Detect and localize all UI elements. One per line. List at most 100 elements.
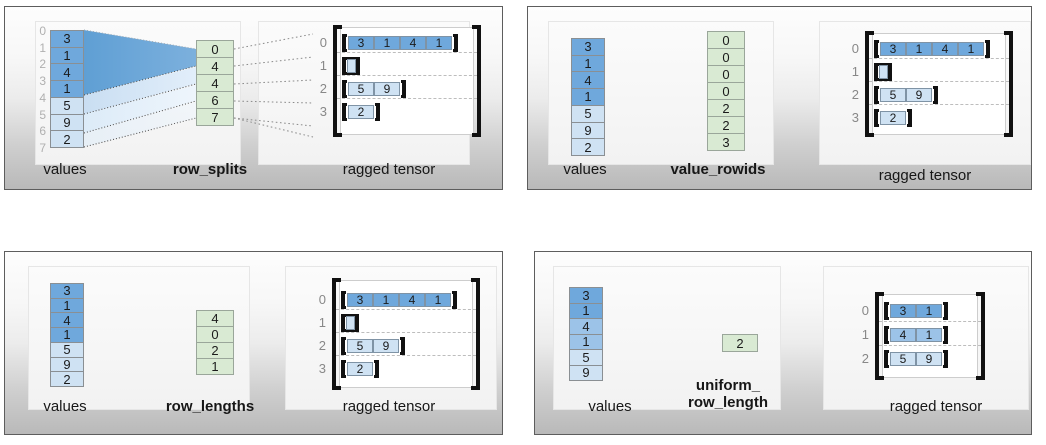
ragged-cell: 4 (400, 36, 426, 50)
encoding-cell: 2 (722, 334, 758, 352)
ragged-cell: 1 (373, 293, 399, 307)
ragged-empty-row-marker (879, 65, 888, 79)
bracket-top-mask (889, 350, 943, 353)
value-cell: 1 (569, 333, 603, 350)
value-cell: 2 (50, 371, 84, 387)
ragged-row-index: 1 (861, 327, 869, 342)
ragged-row-index: 2 (851, 87, 859, 102)
ragged-cell: 1 (906, 42, 932, 56)
ragged-cell: 3 (890, 304, 916, 318)
encoding-cell: 4 (196, 57, 234, 75)
ragged-cell: 5 (890, 352, 916, 366)
row-separator (337, 52, 477, 53)
bracket-bottom-mask (879, 55, 985, 58)
ragged-cell: 2 (348, 105, 374, 119)
encoding-cell: 3 (707, 133, 745, 151)
ragged-empty-row-marker (347, 59, 356, 73)
bracket-bottom-mask (347, 118, 375, 121)
value-cell: 5 (50, 341, 84, 358)
ragged-cell: 2 (880, 111, 906, 125)
ragged-cell: 1 (916, 328, 942, 342)
outer-bracket-close (976, 292, 985, 380)
inner-bracket (342, 57, 360, 75)
bracket-bottom-mask (879, 124, 907, 127)
ragged-cell: 2 (347, 362, 373, 376)
bracket-bottom-mask (346, 375, 374, 378)
value-boundary-index: 7 (39, 141, 46, 155)
value-cell: 4 (569, 318, 603, 335)
encoding-cell: 4 (196, 74, 234, 92)
ragged-cell: 1 (426, 36, 452, 50)
row-separator (869, 58, 1009, 59)
value-boundary-index: 2 (39, 57, 46, 72)
ragged-cell: 5 (347, 339, 373, 353)
outer-bracket-open (333, 25, 342, 137)
bracket-bottom-mask (347, 95, 401, 98)
ragged-row-index: 0 (851, 41, 859, 56)
encoding-cell: 0 (707, 31, 745, 49)
encoding-cell: 0 (196, 326, 234, 343)
value-cell: 1 (569, 302, 603, 319)
value-cell: 4 (50, 63, 84, 82)
value-cell: 9 (50, 113, 84, 132)
encoding-cell: 0 (707, 48, 745, 66)
value-cell: 2 (571, 138, 605, 156)
ragged-caption-row-splits: ragged tensor (342, 161, 436, 178)
value-boundary-index: 4 (39, 90, 46, 105)
ragged-row-index: 3 (318, 361, 326, 376)
bracket-top-mask (879, 86, 933, 89)
bracket-top-mask (346, 360, 374, 363)
value-cell: 3 (569, 287, 603, 304)
encoding-cell: 1 (196, 358, 234, 375)
outer-bracket-close (472, 25, 481, 137)
encoding-caption-row-lengths: row_lengths (165, 398, 255, 415)
outer-bracket-open (865, 31, 874, 137)
bracket-bottom-mask (889, 317, 943, 320)
ragged-row-index: 0 (861, 303, 869, 318)
bracket-top-mask (347, 34, 453, 37)
encoding-cell: 0 (707, 65, 745, 83)
row-separator (869, 104, 1009, 105)
ragged-caption-value-rowids: ragged tensor (878, 167, 972, 184)
value-cell: 3 (571, 38, 605, 56)
row-separator (336, 355, 476, 356)
ragged-row-index: 2 (861, 351, 869, 366)
bracket-bottom-mask (889, 365, 943, 368)
ragged-cell: 1 (916, 304, 942, 318)
ragged-cell: 3 (347, 293, 373, 307)
encoding-cell: 0 (196, 40, 234, 58)
row-separator (337, 98, 477, 99)
wedges-row-splits (83, 29, 197, 148)
ragged-cell: 4 (399, 293, 425, 307)
panel-uniform-row-length (534, 251, 1032, 435)
bracket-top-mask (347, 103, 375, 106)
ragged-cell: 3 (348, 36, 374, 50)
inner-bracket (874, 63, 892, 81)
value-cell: 1 (571, 54, 605, 73)
value-boundary-index: 5 (39, 107, 46, 122)
ragged-cell: 5 (348, 82, 374, 96)
ragged-cell: 4 (932, 42, 958, 56)
value-boundary-index: 1 (39, 40, 46, 55)
values-caption-row-lengths: values (43, 398, 87, 415)
encoding-cell: 7 (196, 108, 234, 126)
ragged-cell: 4 (890, 328, 916, 342)
encoding-cell: 2 (707, 116, 745, 134)
value-cell: 1 (50, 327, 84, 343)
ragged-caption-uniform-row-length: ragged tensor (889, 398, 983, 415)
bracket-bottom-mask (347, 49, 453, 52)
values-caption-value-rowids: values (563, 161, 607, 178)
value-cell: 3 (50, 30, 84, 48)
ragged-row-index: 3 (319, 104, 327, 119)
row-separator (879, 345, 981, 346)
ragged-cell: 9 (906, 88, 932, 102)
bracket-bottom-mask (346, 352, 400, 355)
encoding-caption-uniform-row-length: uniform_ row_length (687, 377, 768, 411)
ragged-cell: 3 (880, 42, 906, 56)
ragged-cell: 1 (958, 42, 984, 56)
encoding-caption-row-splits: row_splits (172, 161, 248, 178)
bracket-top-mask (879, 109, 907, 112)
ragged-row-index: 0 (319, 35, 327, 50)
